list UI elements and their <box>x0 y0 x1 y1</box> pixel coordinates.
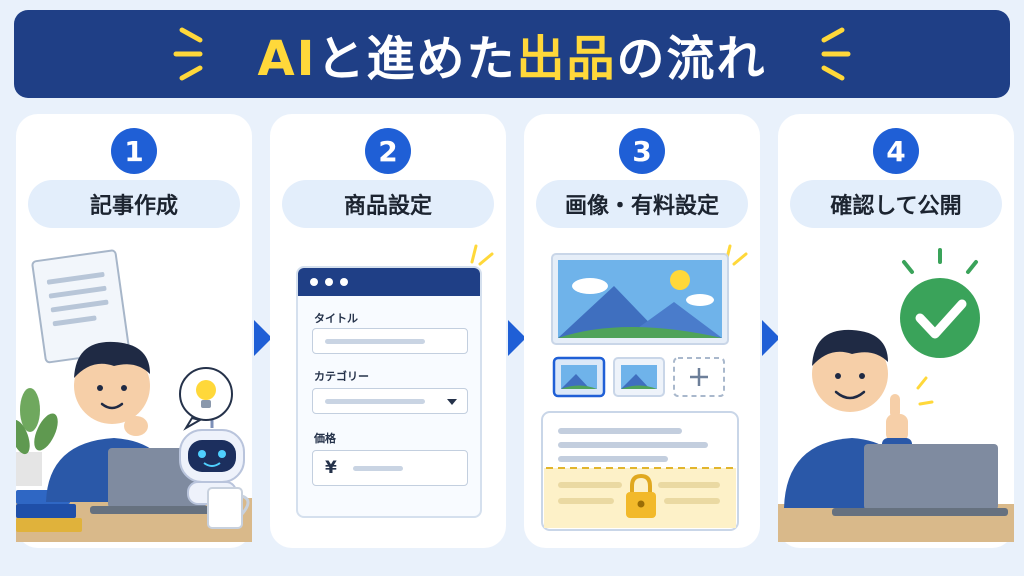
landscape-image-icon <box>551 253 729 345</box>
arrow-right-icon <box>508 320 526 356</box>
step-label: 商品設定 <box>282 180 494 228</box>
header-banner: AIと進めた出品の流れ <box>14 10 1010 98</box>
document-icon <box>31 249 130 364</box>
title-highlight: 出品 <box>516 31 617 87</box>
window-dot <box>325 278 333 286</box>
window-titlebar <box>298 268 480 296</box>
step-number: 3 <box>619 128 665 174</box>
step-number: 1 <box>111 128 157 174</box>
step-card-3: 3 画像・有料設定 <box>524 114 760 548</box>
arrow-right-icon <box>254 320 272 356</box>
writing-with-robot-illustration <box>16 249 252 542</box>
lightbulb-icon <box>179 367 233 431</box>
publish-confirm-illustration <box>778 248 1014 542</box>
page-title: AIと進めた出品の流れ <box>257 19 766 89</box>
step-number: 4 <box>873 128 919 174</box>
product-form-mockup: タイトル カテゴリー 価格 ¥ <box>296 266 482 518</box>
lock-icon <box>626 473 656 518</box>
step-label: 確認して公開 <box>790 180 1002 228</box>
sparkle-left-icon <box>173 27 203 81</box>
step-number: 2 <box>365 128 411 174</box>
thumbnail-image-icon <box>552 356 606 398</box>
add-image-icon <box>673 357 725 397</box>
title-suffix: の流れ <box>616 31 767 87</box>
laptop-icon <box>832 444 1008 516</box>
step-card-2: 2 商品設定 タイトル カテゴリー 価格 ¥ <box>270 114 506 548</box>
sparkle-icon <box>902 248 978 274</box>
step-label: 画像・有料設定 <box>536 180 748 228</box>
title-field-label: タイトル <box>314 312 358 325</box>
chevron-down-icon <box>447 399 457 405</box>
image-and-paywall-illustration <box>541 244 748 531</box>
paywall-article-icon <box>541 411 739 531</box>
sparkle-right-icon <box>821 27 851 81</box>
step-card-1: 1 記事作成 <box>16 114 252 548</box>
checkmark-icon <box>900 278 980 358</box>
window-dot <box>310 278 318 286</box>
step-label: 記事作成 <box>28 180 240 228</box>
arrow-right-icon <box>762 320 780 356</box>
yen-symbol: ¥ <box>325 458 337 478</box>
category-field-label: カテゴリー <box>314 370 369 383</box>
mug-icon <box>207 487 250 529</box>
price-field: ¥ <box>312 450 468 486</box>
thumbnail-image-icon <box>613 357 665 397</box>
window-dot <box>340 278 348 286</box>
sparkle-icon <box>916 376 934 406</box>
title-field <box>312 328 468 354</box>
category-dropdown <box>312 388 468 414</box>
title-mid: と進めた <box>316 31 517 87</box>
plant-icon <box>16 388 58 486</box>
step-card-4: 4 確認して公開 <box>778 114 1014 548</box>
sparkle-icon <box>470 244 494 266</box>
price-field-label: 価格 <box>314 432 336 445</box>
title-ai: AI <box>257 31 317 87</box>
